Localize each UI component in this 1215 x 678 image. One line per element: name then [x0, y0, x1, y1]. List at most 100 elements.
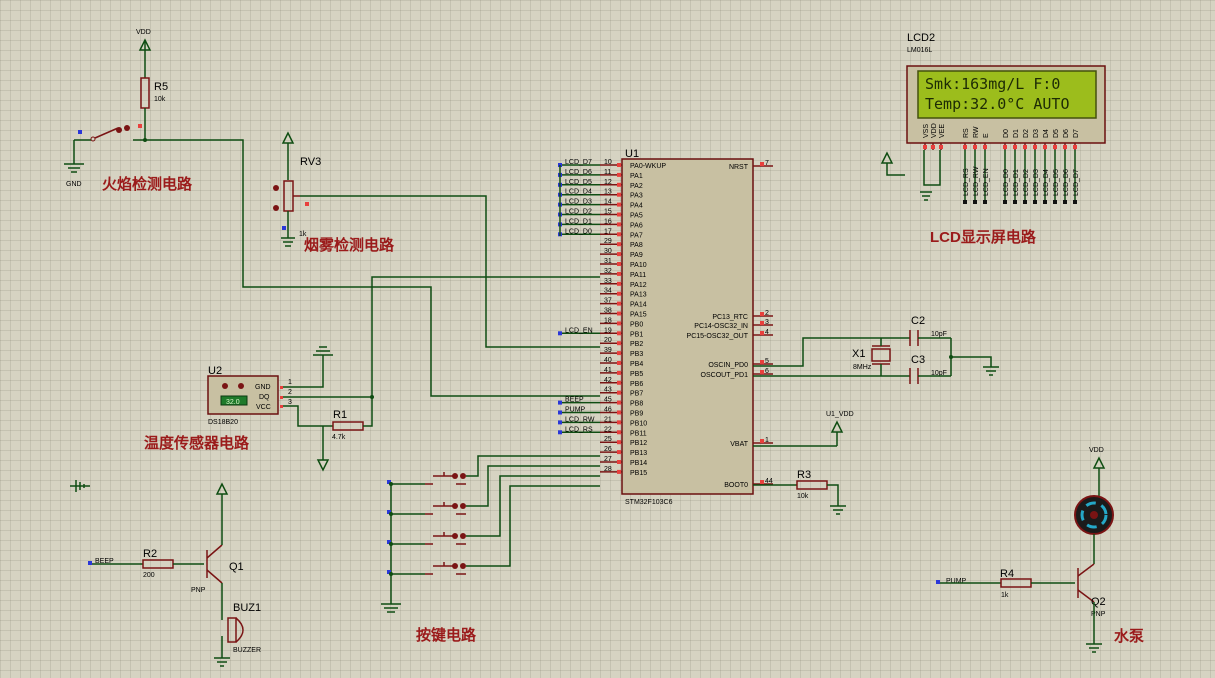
q1-ref: Q1	[229, 561, 244, 573]
mcu-pin-num: 21	[604, 416, 612, 423]
mcu-pin-num: 19	[604, 327, 612, 334]
mcu-pin-num: 12	[604, 179, 612, 186]
mcu-net-label: LCD_D0	[565, 228, 592, 235]
mcu-pin-num: 34	[604, 288, 612, 295]
lcd-pin-label: D4	[1043, 129, 1050, 138]
mcu-pin-num: 31	[604, 258, 612, 265]
mcu-right-pin-num: 4	[765, 329, 769, 336]
lcd2-part: LM016L	[907, 47, 932, 54]
lcd-line-2: Temp:32.0°C AUTO	[925, 95, 1070, 113]
r3-resistor[interactable]	[796, 480, 828, 490]
mcu-pin-name: PB10	[630, 420, 647, 427]
r4-value: 1k	[1001, 592, 1009, 599]
lcd2-ref: LCD2	[907, 32, 935, 44]
r4-resistor[interactable]	[1000, 578, 1032, 588]
c3-value: 10pF	[931, 370, 947, 377]
mcu-pin-num: 40	[604, 357, 612, 364]
lcd-pin-label: VDD	[931, 123, 938, 138]
u1-ref: U1	[625, 148, 639, 160]
mcu-pin-name: PA3	[630, 193, 643, 200]
pump-circuit-title: 水泵	[1114, 627, 1144, 645]
buzzer[interactable]	[227, 617, 237, 643]
r1-resistor[interactable]	[332, 421, 364, 431]
u1-vdd-label: U1_VDD	[826, 411, 854, 418]
u1-part: STM32F103C6	[625, 499, 673, 506]
mcu-right-pin-name: OSCOUT_PD1	[701, 372, 749, 379]
mcu-pin-num: 15	[604, 209, 612, 216]
flame-sensor-switch[interactable]	[94, 127, 119, 139]
mcu-pin-name: PA2	[630, 183, 643, 190]
mcu-pin-name: PB4	[630, 361, 643, 368]
mcu-pb-net-label: BEEP	[565, 397, 584, 404]
rv3-potentiometer[interactable]	[283, 180, 294, 212]
mcu-pin-num: 18	[604, 317, 612, 324]
flame-circuit-title: 火焰检测电路	[102, 175, 193, 193]
ds18b20-display-value: 32.0	[226, 399, 240, 406]
ds18b20-pin-gnd: GND	[255, 384, 271, 391]
buzzer-circuit: BEEP R2 200 Q1 PNP BUZ1 BUZZER	[70, 480, 261, 667]
r5-resistor[interactable]	[140, 77, 150, 109]
mcu-pin-num: 33	[604, 278, 612, 285]
lcd-net-label: LCD_D5	[1053, 169, 1060, 196]
svg-text:1: 1	[288, 379, 292, 386]
lcd-pin-label: RS	[963, 128, 970, 138]
mcu-pin-name: PB15	[630, 470, 647, 477]
mcu-right-pin-name: NRST	[729, 164, 749, 171]
mcu-pb-net-label: LCD_EN	[565, 327, 593, 334]
push-button[interactable]	[387, 502, 466, 516]
lcd-pin-label: D2	[1023, 129, 1030, 138]
mcu-right-pin-num: 44	[765, 478, 773, 485]
mcu-pin-num: 10	[604, 159, 612, 166]
mcu-right-pin-name: OSCIN_PD0	[708, 362, 748, 369]
mcu-pin-num: 17	[604, 228, 612, 235]
mcu-pin-num: 37	[604, 298, 612, 305]
lcd-net-label: LCD_D0	[1003, 169, 1010, 196]
mcu-net-label: LCD_D3	[565, 199, 592, 206]
mcu-right-pin-name: VBAT	[730, 441, 748, 448]
mcu-right-pin-name: PC13_RTC	[712, 314, 748, 321]
mcu-pin-name: PA11	[630, 272, 646, 279]
mcu-right-pin-num: 7	[765, 160, 769, 167]
mcu-pin-num: 43	[604, 387, 612, 394]
mcu-pin-name: PA15	[630, 312, 647, 319]
keys-circuit: 按键电路	[381, 455, 600, 644]
smoke-power-symbol	[281, 131, 295, 144]
mcu-pin-num: 22	[604, 426, 612, 433]
mcu-right-pin-name: PC14-OSC32_IN	[694, 323, 748, 330]
mcu-pin-name: PB1	[630, 331, 643, 338]
mcu-pin-num: 28	[604, 466, 612, 473]
mcu-pb-net-label: LCD_RW	[565, 416, 595, 423]
lcd-net-label: LCD_RS	[963, 168, 970, 196]
stm32-chip[interactable]	[621, 158, 754, 495]
lcd-net-label: LCD_RW	[973, 166, 980, 196]
vdd-label: VDD	[136, 29, 151, 36]
mcu-pin-name: PA9	[630, 252, 643, 259]
lcd-net-label: LCD_D6	[1063, 169, 1070, 196]
push-button[interactable]	[387, 472, 466, 486]
mcu-pin-num: 41	[604, 367, 612, 374]
mcu-pin-name: PB5	[630, 371, 643, 378]
mcu-pin-num: 30	[604, 248, 612, 255]
lcd-pin-label: E	[983, 133, 990, 138]
mcu-pin-name: PB3	[630, 351, 643, 358]
push-button[interactable]	[387, 532, 466, 546]
pump-net-label: PUMP	[946, 578, 967, 585]
mcu-pin-num: 39	[604, 347, 612, 354]
mcu-pin-name: PA4	[630, 203, 643, 210]
push-button[interactable]	[387, 562, 466, 576]
temp-circuit: U2 32.0 GND DQ VCC DS18B20 1 2 3 R1 4.7k…	[144, 276, 600, 472]
pump-circuit: VDD PUMP R4 1k Q2 PNP 水泵	[936, 447, 1144, 653]
smoke-circuit: RV3 1k 烟雾检测电路	[273, 131, 395, 254]
r2-resistor[interactable]	[142, 559, 174, 569]
ds18b20-sensor[interactable]	[207, 375, 279, 415]
lcd-net-label: LCD_D7	[1073, 169, 1080, 196]
q2-ref: Q2	[1091, 596, 1106, 608]
mcu-pin-num: 20	[604, 337, 612, 344]
lcd-screen	[917, 70, 1097, 119]
buz1-part: BUZZER	[233, 647, 261, 654]
mcu-pin-num: 11	[604, 169, 611, 176]
x1-crystal[interactable]	[871, 348, 891, 362]
buz1-ref: BUZ1	[233, 602, 261, 614]
